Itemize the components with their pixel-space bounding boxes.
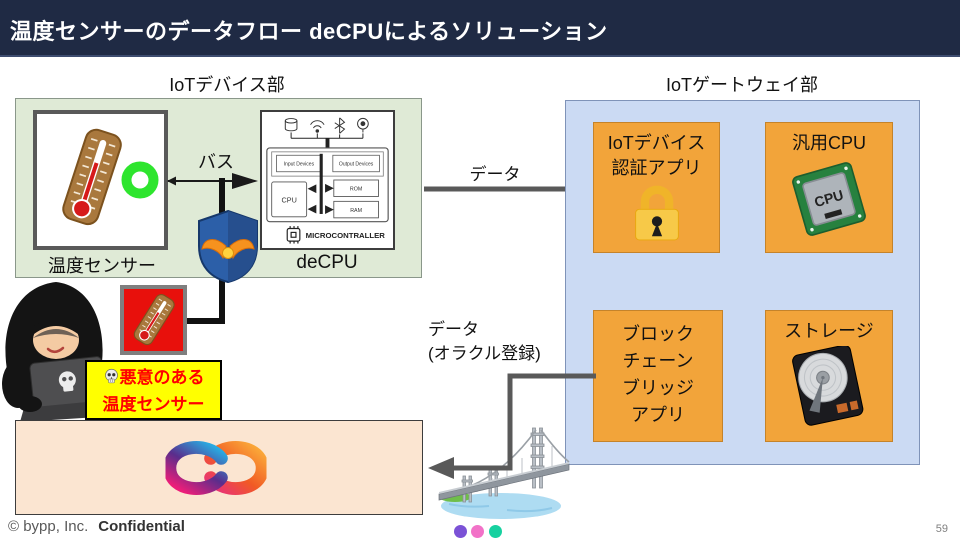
blockchain-box (15, 420, 423, 515)
malicious-label-line2: 温度センサー (102, 395, 205, 414)
wifi-icon (310, 120, 325, 133)
cpu-label: CPU (281, 195, 296, 204)
microcontroller-caption: MICROCONTRALLER (306, 231, 386, 240)
malicious-sensor-box (120, 285, 187, 355)
bus-arrow (167, 173, 258, 189)
malicious-label-line1: 悪意のある (119, 368, 205, 387)
auth-app-label-line2: 認証アプリ (611, 158, 702, 178)
malicious-sensor-callout: 悪意のある 温度センサー (85, 360, 222, 420)
slide-title: 温度センサーのデータフロー deCPUによるソリューション (10, 19, 608, 44)
rom-label: ROM (350, 187, 362, 193)
auth-app-box: IoTデバイス 認証アプリ (593, 122, 720, 253)
bridge-app-line4: アプリ (631, 405, 685, 425)
storage-box: ストレージ (765, 310, 893, 442)
page-number: 59 (935, 523, 948, 535)
chip-icon (286, 226, 301, 244)
sensor-label: 温度センサー (48, 256, 156, 276)
microcontroller-diagram: Input Devices Output Devices CPU ROM RAM… (266, 117, 389, 244)
cpu-chip-icon (790, 160, 868, 238)
device-section-label: IoTデバイス部 (169, 75, 285, 95)
database-icon (284, 118, 298, 132)
location-icon (357, 117, 369, 133)
ram-label: RAM (350, 208, 362, 214)
hard-disk-icon (790, 346, 865, 426)
oracle-label-line2: (オラクル登録) (428, 344, 541, 363)
confidential-text: Confidential (98, 518, 185, 535)
general-cpu-label: 汎用CPU (791, 133, 866, 153)
bluetooth-icon (334, 117, 346, 134)
footer: © bypp, Inc. Confidential (8, 518, 185, 535)
storage-label: ストレージ (784, 321, 874, 341)
output-devices-label: Output Devices (339, 161, 374, 167)
gateway-section-label: IoTゲートウェイ部 (665, 75, 818, 95)
auth-app-label-line1: IoTデバイス (607, 133, 706, 153)
progress-dot-purple (454, 525, 467, 538)
bridge-app-line2: チェーン (622, 351, 694, 371)
bridge-app-line3: ブリッジ (622, 378, 694, 398)
title-bar: 温度センサーのデータフロー deCPUによるソリューション (0, 0, 960, 57)
padlock-icon (631, 183, 683, 243)
oracle-label-line1: データ (428, 320, 479, 339)
thermometer-icon (59, 125, 159, 228)
malicious-branch-line-horizontal (186, 318, 225, 324)
ok-ring-icon (121, 161, 159, 199)
bus-label: バス (198, 152, 234, 172)
decpu-label: deCPU (296, 252, 358, 273)
progress-dot-green (489, 525, 502, 538)
security-shield-icon (198, 210, 258, 283)
input-devices-label: Input Devices (284, 161, 315, 167)
skull-icon (104, 368, 118, 384)
bridge-app-box: ブロック チェーン ブリッジ アプリ (593, 310, 723, 442)
infinity-chain-logo (164, 439, 268, 497)
temperature-sensor-box (33, 110, 168, 250)
malicious-thermometer-icon (130, 287, 179, 352)
oracle-data-arrow (428, 373, 596, 479)
decpu-microcontroller-box: Input Devices Output Devices CPU ROM RAM… (260, 110, 395, 250)
progress-dot-pink (471, 525, 484, 538)
copyright-text: © bypp, Inc. (8, 518, 89, 535)
bridge-app-line1: ブロック (622, 324, 694, 344)
data-flow-label: データ (469, 165, 521, 184)
general-cpu-box: 汎用CPU (765, 122, 893, 253)
